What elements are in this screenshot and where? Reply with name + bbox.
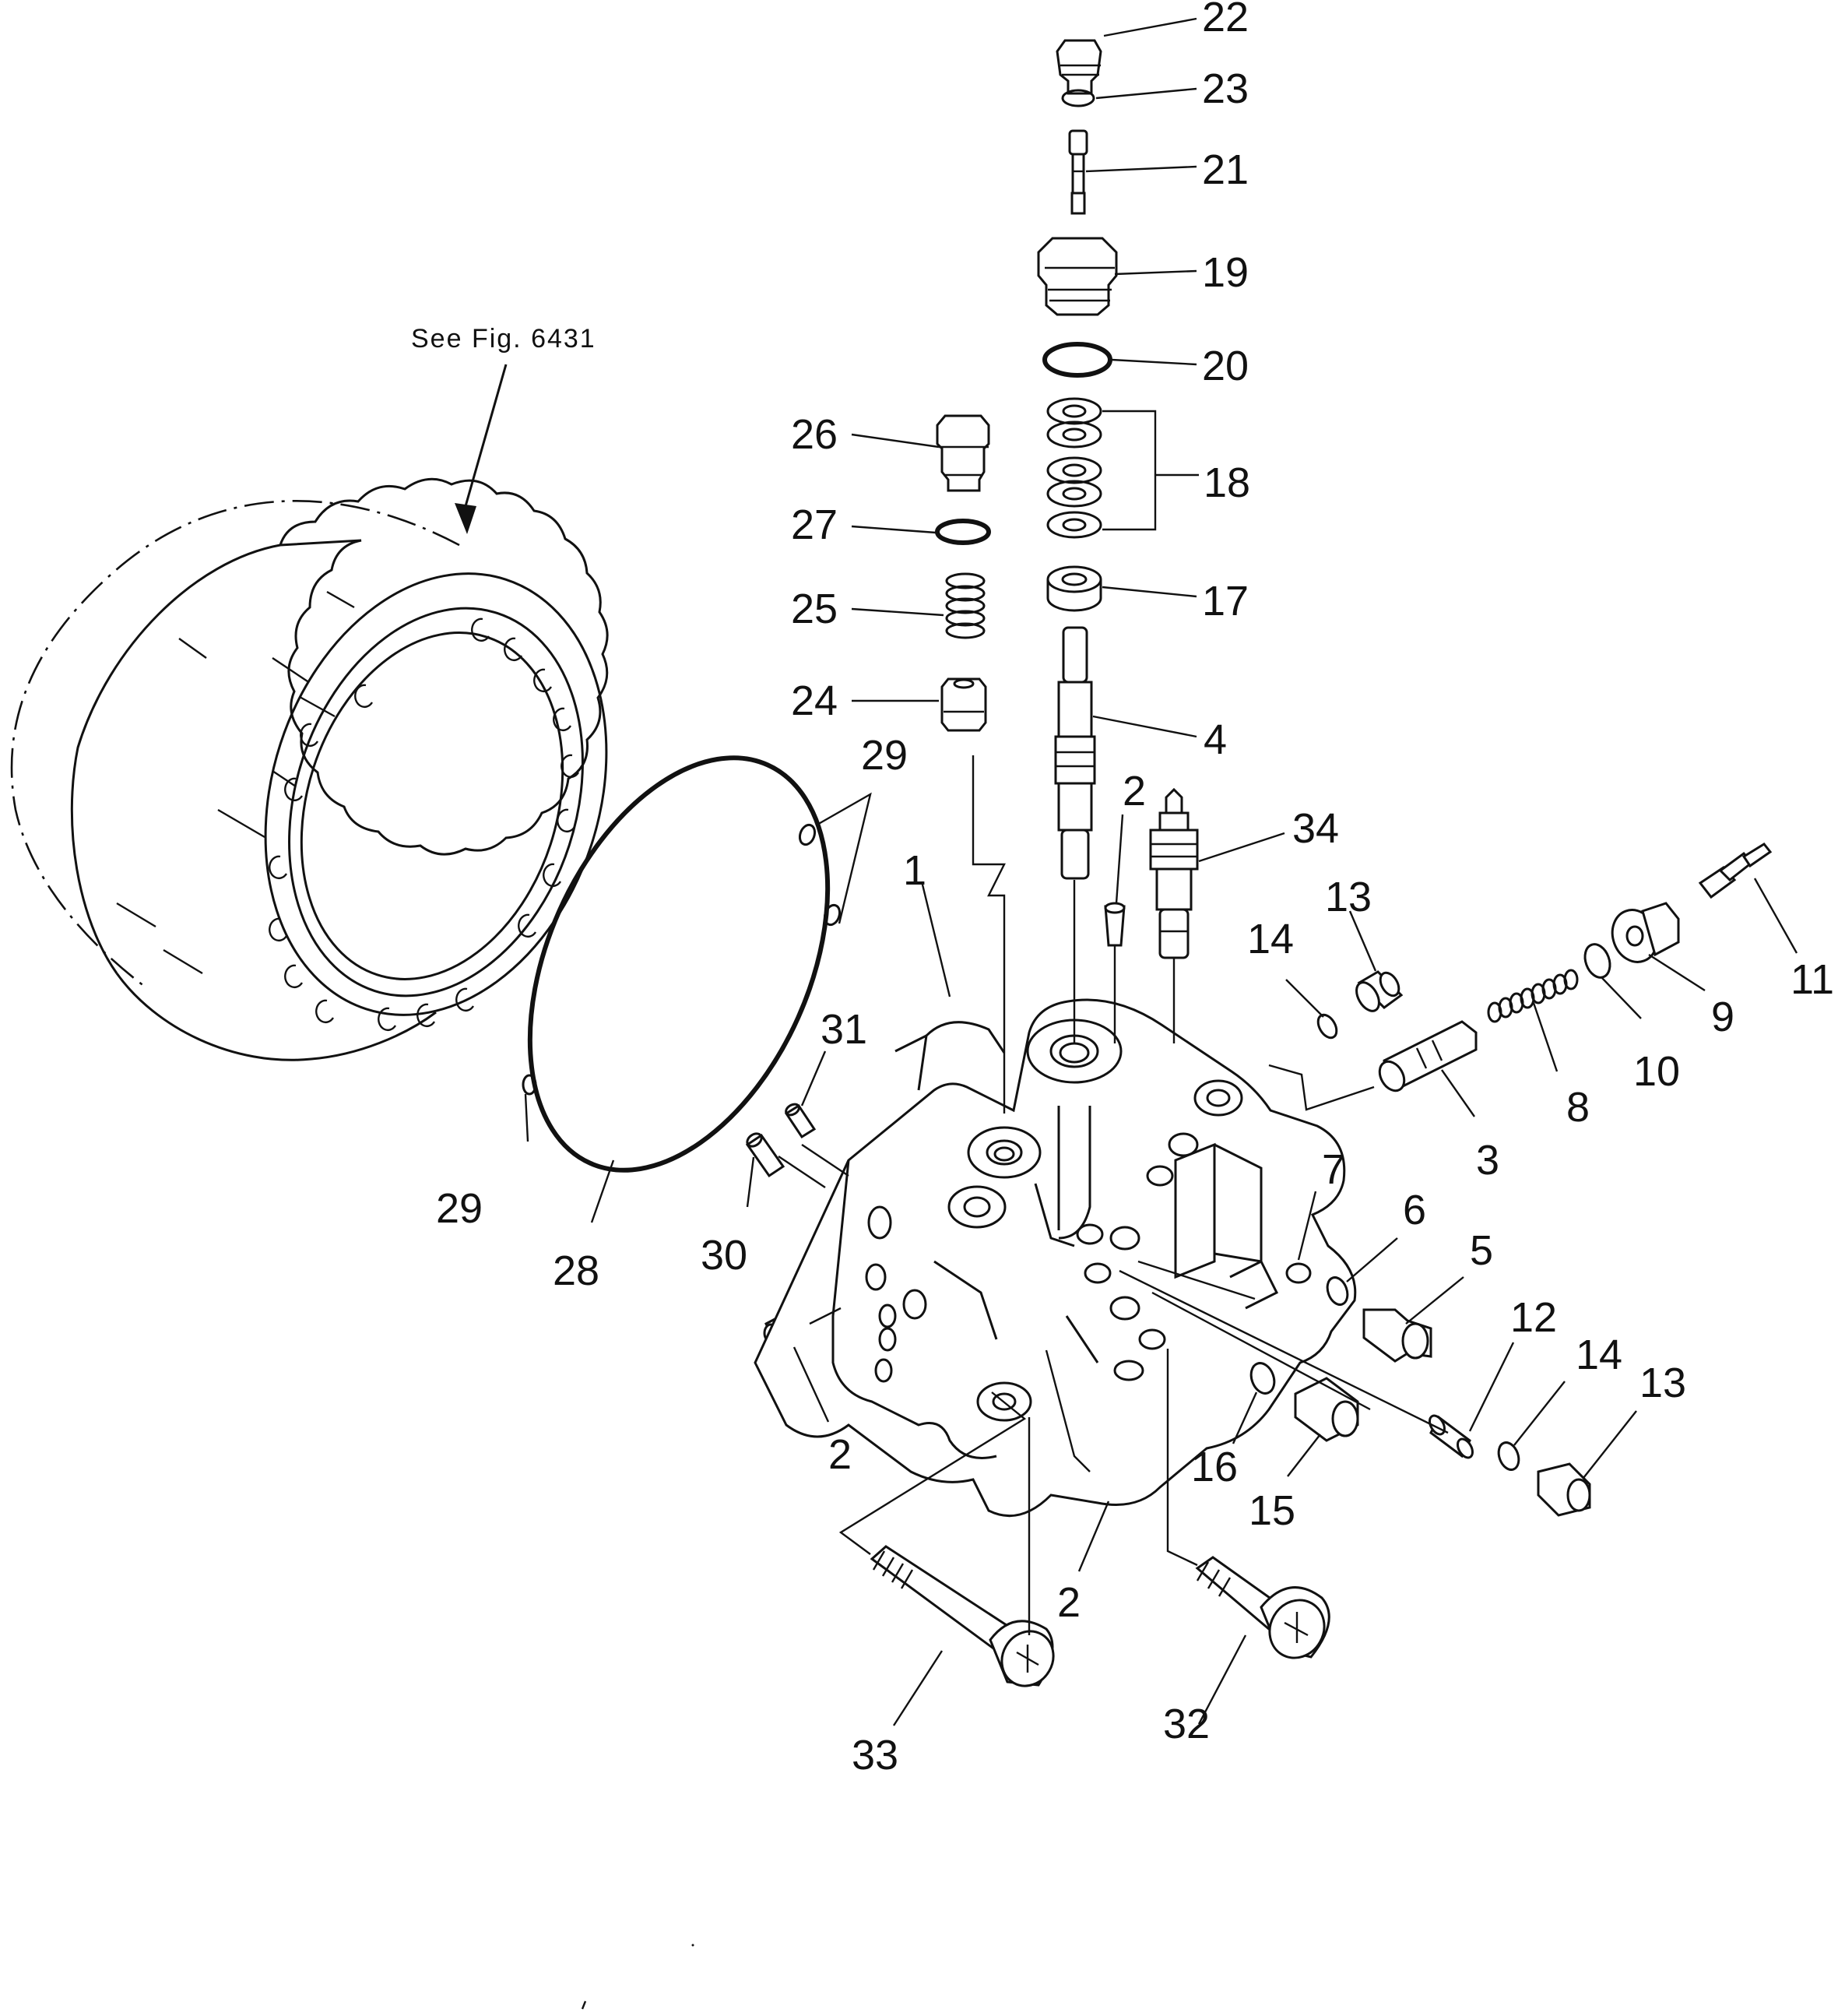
- callout-29-lower: 29: [436, 1185, 483, 1232]
- callout-20: 20: [1202, 343, 1249, 389]
- callout-3: 3: [1476, 1137, 1499, 1184]
- plug-26: [936, 414, 990, 492]
- reference-note: See Fig. 6431: [411, 324, 596, 354]
- plug-13-upper: [1355, 970, 1404, 1012]
- callout-21: 21: [1202, 146, 1249, 193]
- callout-15: 15: [1249, 1487, 1295, 1534]
- o-ring-14-upper: [1316, 1013, 1338, 1040]
- plug-5: [1362, 1308, 1432, 1363]
- callout-25: 25: [791, 586, 838, 632]
- callout-27: 27: [791, 501, 838, 548]
- callout-33: 33: [852, 1732, 898, 1779]
- callout-14-upper: 14: [1247, 916, 1294, 962]
- plug-9: [1611, 902, 1680, 963]
- callout-9: 9: [1711, 994, 1734, 1040]
- callout-5: 5: [1470, 1227, 1493, 1274]
- callout-30: 30: [701, 1232, 747, 1279]
- callout-11: 11: [1791, 956, 1834, 1003]
- washer-stack-18: [1046, 397, 1102, 539]
- callout-6: 6: [1403, 1187, 1426, 1233]
- plug-2-top: [1104, 902, 1126, 947]
- callout-16: 16: [1191, 1444, 1238, 1490]
- stray-dot: [691, 1944, 694, 1947]
- o-ring-20: [1042, 342, 1112, 378]
- motor-housing: [10, 477, 609, 1061]
- callout-17: 17: [1202, 578, 1249, 625]
- plug-12: [1429, 1414, 1474, 1459]
- callout-29-upper: 29: [861, 732, 908, 779]
- o-ring-14-lower: [1497, 1441, 1520, 1471]
- o-ring-29-lower: [522, 1074, 537, 1096]
- callout-12: 12: [1510, 1294, 1557, 1341]
- plug-22: [1056, 39, 1102, 95]
- callout-32: 32: [1163, 1701, 1210, 1747]
- spring-8: [1487, 969, 1579, 1023]
- spring-25: [945, 572, 986, 639]
- o-ring-7: [1285, 1262, 1312, 1284]
- callout-1: 1: [903, 847, 926, 894]
- callout-26: 26: [791, 411, 838, 458]
- o-ring-27: [935, 519, 991, 545]
- bushing-17: [1046, 565, 1102, 612]
- assembly-lines: [778, 755, 1449, 1635]
- o-ring-29-upper-b: [823, 903, 842, 927]
- callout-10: 10: [1633, 1048, 1680, 1095]
- plug-15: [1294, 1377, 1359, 1442]
- callout-18: 18: [1204, 459, 1250, 506]
- callout-23: 23: [1202, 65, 1249, 112]
- o-ring-6: [1326, 1276, 1349, 1306]
- o-ring-28: [527, 755, 831, 1173]
- piston-24: [940, 677, 987, 732]
- reference-arrow: [455, 364, 508, 534]
- pin-31: [784, 1103, 817, 1139]
- stray-mark: [581, 2000, 587, 2010]
- callout-7: 7: [1322, 1146, 1345, 1193]
- relief-valve-34: [1149, 787, 1199, 959]
- callout-13-upper: 13: [1325, 874, 1372, 920]
- o-ring-10: [1583, 943, 1611, 979]
- pin-21: [1068, 129, 1088, 215]
- pin-30: [745, 1132, 785, 1178]
- valve-body-1: [754, 998, 1357, 1518]
- callout-24: 24: [791, 677, 838, 724]
- plug-13-lower: [1537, 1462, 1591, 1517]
- bolt-32: [1195, 1556, 1330, 1659]
- callout-34: 34: [1292, 805, 1339, 852]
- callout-2-top: 2: [1123, 768, 1146, 814]
- callout-13-lower: 13: [1639, 1360, 1686, 1406]
- spool-4: [1054, 626, 1096, 880]
- callout-31: 31: [821, 1006, 867, 1053]
- callout-28: 28: [553, 1247, 599, 1294]
- callout-19: 19: [1202, 249, 1249, 296]
- o-ring-29-upper-a: [798, 823, 817, 846]
- callout-labels: 22 23 21 19 20 18 17 4 26 27 25 24 29 2 …: [436, 0, 1834, 1779]
- callout-14-lower: 14: [1576, 1332, 1622, 1378]
- bolt-33: [870, 1545, 1055, 1687]
- o-ring-16: [1249, 1362, 1276, 1395]
- leader-lines: [524, 17, 1798, 1726]
- callout-4: 4: [1204, 716, 1227, 763]
- fitting-11: [1698, 843, 1773, 899]
- callout-2-left: 2: [828, 1431, 852, 1478]
- spool-3: [1378, 1020, 1478, 1092]
- callout-8: 8: [1566, 1084, 1590, 1131]
- callout-22: 22: [1202, 0, 1249, 40]
- plug-19: [1037, 237, 1118, 316]
- callout-2-bottom: 2: [1057, 1579, 1081, 1626]
- o-ring-23: [1061, 89, 1095, 107]
